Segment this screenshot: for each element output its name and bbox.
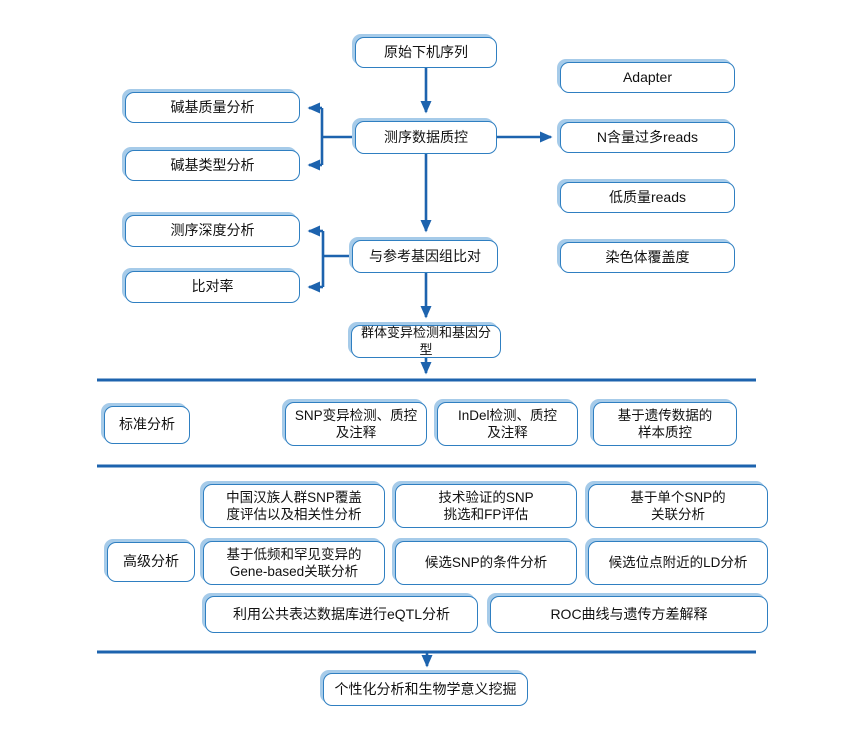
node-label: InDel检测、质控 及注释 [457, 407, 557, 440]
node-eqtl-analysis: 利用公共表达数据库进行eQTL分析 [205, 596, 478, 633]
node-label: 群体变异检测和基因分型 [360, 324, 491, 357]
branch-qc-left [320, 108, 355, 165]
node-label: 碱基类型分析 [170, 156, 255, 173]
node-label: 候选位点附近的LD分析 [608, 555, 748, 571]
node-label: 测序深度分析 [170, 222, 255, 239]
node-conditional-snp: 候选SNP的条件分析 [395, 541, 577, 585]
node-excess-n-reads: N含量过多reads [560, 122, 735, 153]
node-indel-detection: InDel检测、质控 及注释 [437, 402, 578, 446]
node-label: SNP变异检测、质控 及注释 [294, 407, 418, 440]
node-depth-analysis: 测序深度分析 [125, 215, 300, 247]
node-han-snp-coverage: 中国汉族人群SNP覆盖 度评估以及相关性分析 [203, 484, 385, 528]
node-sequencing-qc: 测序数据质控 [355, 121, 497, 154]
branch-align-left [321, 231, 352, 287]
node-roc-variance: ROC曲线与遗传方差解释 [490, 596, 768, 633]
node-sample-qc: 基于遗传数据的 样本质控 [593, 402, 737, 446]
node-label: 比对率 [191, 278, 234, 295]
node-label: N含量过多reads [596, 128, 699, 145]
node-label: 基于遗传数据的 样本质控 [617, 407, 713, 440]
node-variant-genotyping: 群体变异检测和基因分型 [351, 325, 501, 358]
node-single-snp-association: 基于单个SNP的 关联分析 [588, 484, 768, 528]
node-mapping-rate: 比对率 [125, 271, 300, 303]
node-label: 染色体覆盖度 [605, 248, 690, 265]
node-base-quality: 碱基质量分析 [125, 92, 300, 123]
node-validated-snp: 技术验证的SNP 挑选和FP评估 [395, 484, 577, 528]
node-label: ROC曲线与遗传方差解释 [550, 605, 708, 622]
node-base-type: 碱基类型分析 [125, 150, 300, 181]
node-snp-detection: SNP变异检测、质控 及注释 [285, 402, 427, 446]
section-label-standard: 标准分析 [104, 406, 190, 444]
node-align-reference: 与参考基因组比对 [352, 240, 498, 273]
node-label: 碱基质量分析 [170, 98, 255, 115]
node-label: 技术验证的SNP 挑选和FP评估 [438, 489, 534, 522]
node-ld-analysis: 候选位点附近的LD分析 [588, 541, 768, 585]
node-chromosome-coverage: 染色体覆盖度 [560, 242, 735, 273]
section-label-advanced: 高级分析 [107, 542, 195, 582]
node-label: Adapter [622, 68, 673, 85]
section-label: 高级分析 [123, 553, 179, 570]
node-label: 利用公共表达数据库进行eQTL分析 [232, 605, 450, 622]
node-rare-variant-association: 基于低频和罕见变异的 Gene-based关联分析 [203, 541, 385, 585]
node-label: 中国汉族人群SNP覆盖 度评估以及相关性分析 [226, 489, 362, 522]
node-personalized-analysis: 个性化分析和生物学意义挖掘 [323, 673, 528, 706]
node-raw-sequence: 原始下机序列 [355, 37, 497, 68]
section-label: 标准分析 [119, 416, 175, 433]
node-label: 低质量reads [608, 188, 687, 205]
node-label: 基于单个SNP的 关联分析 [630, 489, 726, 522]
node-label: 基于低频和罕见变异的 Gene-based关联分析 [226, 546, 362, 579]
node-low-quality-reads: 低质量reads [560, 182, 735, 213]
node-label: 与参考基因组比对 [369, 247, 481, 264]
node-label: 候选SNP的条件分析 [424, 555, 548, 571]
node-label: 测序数据质控 [384, 128, 468, 145]
node-adapter: Adapter [560, 62, 735, 93]
node-label: 原始下机序列 [384, 43, 468, 60]
node-label: 个性化分析和生物学意义挖掘 [334, 680, 517, 697]
